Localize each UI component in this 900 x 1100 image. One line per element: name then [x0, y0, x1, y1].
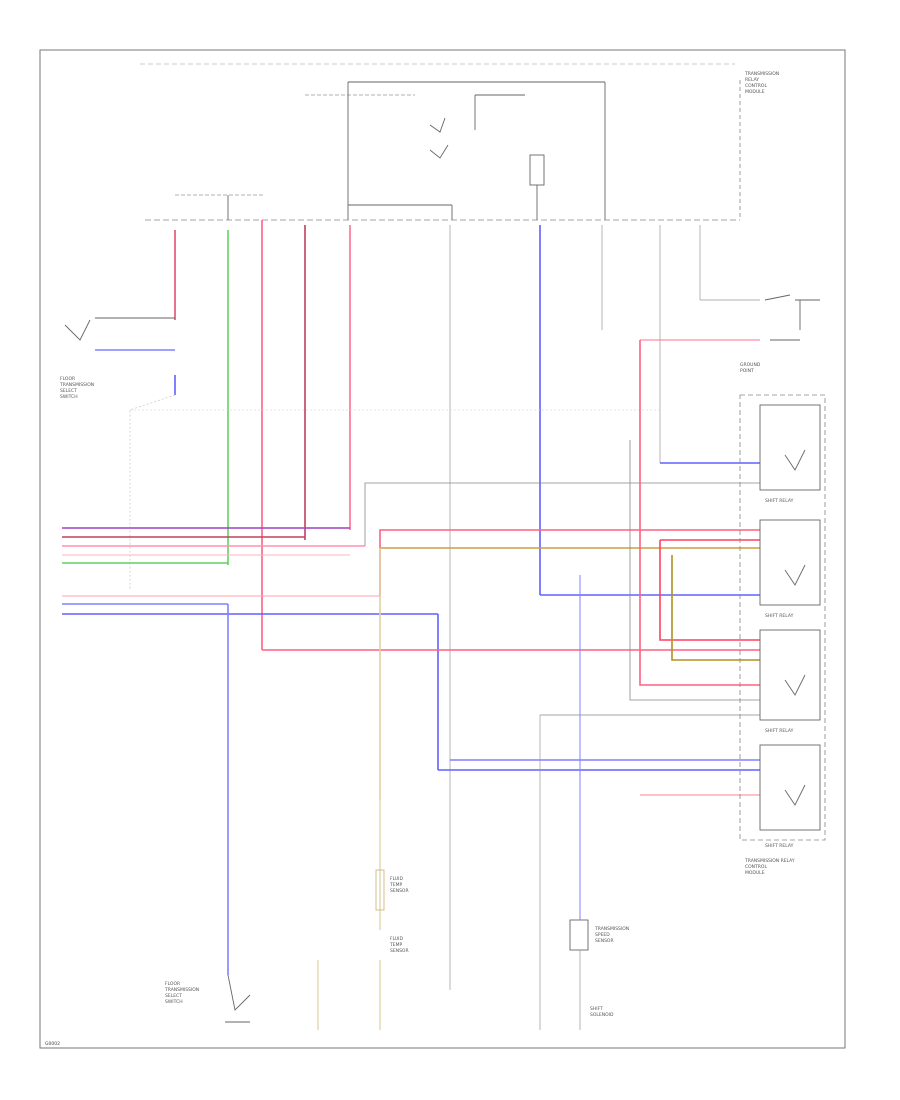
relay-group-label-1: TRANSMISSION RELAY: [744, 858, 795, 864]
control-module-box: [305, 81, 606, 220]
speed-sensor-label-2: SPEED: [595, 932, 610, 938]
speed-sensor-label-3: SENSOR: [595, 938, 614, 944]
ground-point-label-1: GROUND: [740, 362, 761, 368]
range-switch-label-2: TRANSMISSION: [59, 382, 94, 388]
shift-solenoid-label-2: SOLENOID: [590, 1012, 614, 1018]
range-switch-label-3: SELECT: [60, 388, 77, 394]
lower-switch-label-4: SWITCH: [165, 999, 183, 1005]
range-switch: [64, 317, 176, 395]
fluid-sensor-b-label-2: TEMP: [389, 942, 402, 948]
relay-group-label-3: MODULE: [745, 870, 765, 876]
relay-label-3: SHIFT RELAY: [765, 728, 794, 734]
lower-left-switch: [225, 974, 251, 1023]
relay-group: [739, 394, 826, 841]
range-switch-label-1: FLOOR: [60, 376, 75, 382]
lower-switch-label-1: FLOOR: [165, 981, 180, 987]
main-box-label-4: MODULE: [745, 89, 765, 95]
fluid-sensor-a-label-2: TEMP: [389, 882, 402, 888]
fluid-sensor-a-label-1: FLUID: [390, 876, 403, 882]
ground-point-label-2: POINT: [740, 368, 754, 374]
upper-right-switch: [700, 294, 820, 341]
relay-label-1: SHIFT RELAY: [765, 498, 794, 504]
fluid-sensor-a: [375, 800, 385, 930]
fluid-sensor-b-label-1: FLUID: [390, 936, 403, 942]
fluid-sensor-b-label-3: SENSOR: [390, 948, 409, 954]
horizontal-bus: [62, 527, 438, 615]
main-box-label-1: TRANSMISSION: [744, 71, 779, 77]
relay-label-4: SHIFT RELAY: [765, 843, 794, 849]
vertical-wires: [174, 220, 701, 990]
fluid-sensor-b: [317, 960, 381, 1030]
range-switch-label-4: SWITCH: [60, 394, 78, 400]
lower-switch-label-3: SELECT: [165, 993, 182, 999]
main-box-label-2: RELAY: [745, 77, 759, 83]
shift-solenoid-label-1: SHIFT: [590, 1006, 603, 1012]
relay-label-2: SHIFT RELAY: [765, 613, 794, 619]
relay-group-label-2: CONTROL: [745, 864, 767, 870]
footer-code: G0002: [45, 1041, 60, 1047]
dotted-wire-left: [129, 394, 176, 590]
lower-switch-label-2: TRANSMISSION: [164, 987, 199, 993]
diagram-frame: [39, 49, 846, 1049]
fluid-sensor-a-label-3: SENSOR: [390, 888, 409, 894]
speed-sensor-label-1: TRANSMISSION: [594, 926, 629, 932]
main-box-label-3: CONTROL: [745, 83, 767, 89]
speed-sensor: [539, 715, 589, 1030]
